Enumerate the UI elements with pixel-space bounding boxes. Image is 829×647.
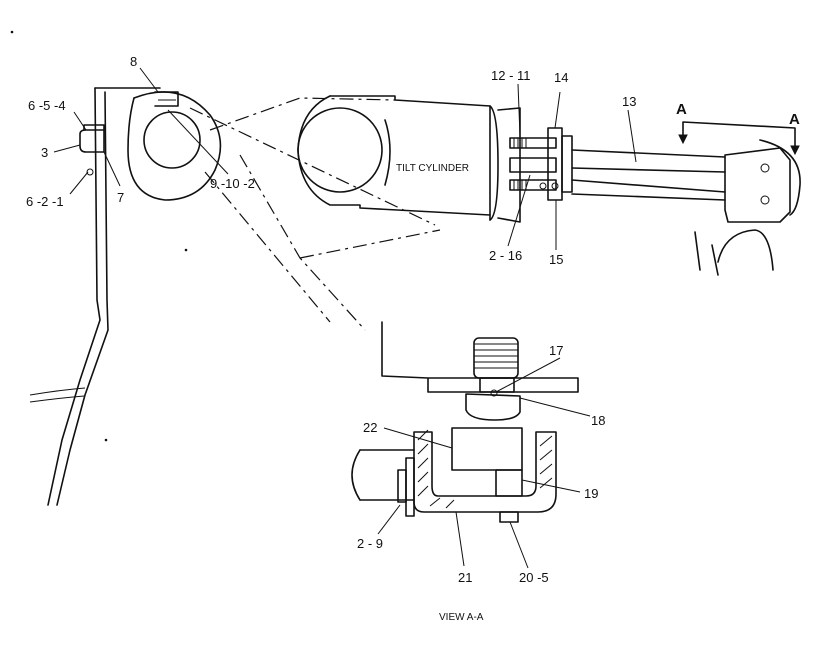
section-mark-left: A (676, 101, 687, 118)
view-label: VIEW A-A (439, 612, 484, 623)
callout-9-10-2: 9 -10 -2 (210, 176, 255, 191)
callout-8: 8 (130, 54, 137, 69)
callout-6-2-1: 6 -2 -1 (26, 194, 64, 209)
callout-12-11: 12 - 11 (491, 68, 531, 83)
callout-18: 18 (591, 413, 605, 428)
section-line-a-a: A A (676, 101, 800, 156)
callout-20-5: 20 -5 (519, 570, 549, 585)
clip-bracket (79, 124, 105, 176)
lever-rod (29, 87, 161, 506)
callout-14: 14 (554, 70, 568, 85)
callout-7: 7 (117, 190, 124, 205)
view-a-a-assembly (351, 321, 579, 523)
callout-17: 17 (549, 343, 563, 358)
callout-labels: 6 -5 -4 3 6 -2 -1 7 8 9 -10 -2 12 - 11 1… (26, 54, 636, 585)
callout-15: 15 (549, 252, 563, 267)
tilt-cylinder: TILT CYLINDER (297, 95, 521, 223)
rod-end-block (694, 139, 801, 276)
callout-22: 22 (363, 420, 377, 435)
callout-21: 21 (458, 570, 472, 585)
cylinder-rod (571, 149, 726, 201)
leader-lines (53, 67, 637, 569)
callout-13: 13 (622, 94, 636, 109)
callout-2-9: 2 - 9 (357, 536, 383, 551)
callout-6-5-4: 6 -5 -4 (28, 98, 66, 113)
cylinder-label: TILT CYLINDER (396, 163, 469, 174)
callout-19: 19 (584, 486, 598, 501)
pivot-hub (127, 91, 222, 201)
section-mark-right: A (789, 111, 800, 128)
tilt-arm-phantom (189, 97, 441, 331)
callout-2-16: 2 - 16 (489, 248, 522, 263)
callout-3: 3 (41, 145, 48, 160)
